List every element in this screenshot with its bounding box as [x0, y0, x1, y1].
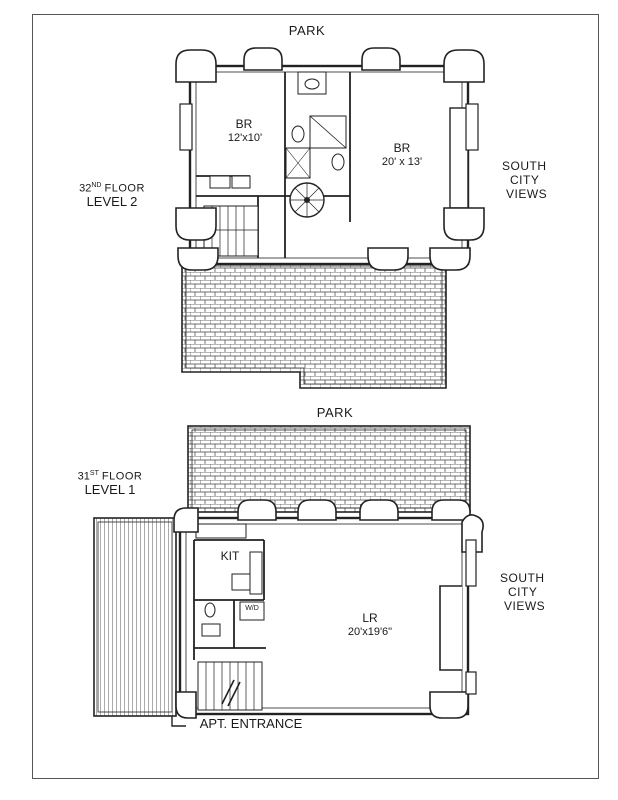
level2-plan: [175, 47, 485, 389]
level1-deck: [93, 517, 177, 717]
level2-room-1-name: BR: [235, 117, 253, 131]
level2-floor-word: FLOOR: [104, 182, 145, 195]
level1-plan: [93, 425, 484, 727]
level1-park-label: PARK: [316, 405, 354, 420]
level2-room-2-name: BR: [393, 141, 411, 155]
level2-floor-suffix: ND: [91, 182, 102, 189]
level1-views-line-2: CITY: [508, 585, 538, 599]
level2-terrace: [181, 261, 447, 389]
washer-dryer: [239, 601, 265, 621]
page-border: [32, 14, 599, 779]
level1-terrace: [187, 425, 471, 513]
level2-park-label: PARK: [288, 23, 326, 38]
level1-room-kit: KIT: [220, 549, 240, 563]
level1-floor-label: 31ST FLOOR: [68, 470, 152, 483]
level1-views-line-3: VIEWS: [504, 599, 546, 613]
level1-floor-number: 31: [77, 470, 90, 483]
level1-room-lr-name: LR: [362, 611, 378, 625]
apt-entrance-label: APT. ENTRANCE: [199, 716, 303, 731]
level1-room-lr-size: 20'x19'6": [347, 626, 393, 638]
level1-floor-word: FLOOR: [101, 470, 143, 483]
level1-room-wd: W/D: [245, 605, 259, 612]
level1-views-line-1: SOUTH: [500, 571, 545, 585]
level2-floor-label: 32ND FLOOR: [70, 182, 154, 195]
level2-views-line-1: SOUTH: [502, 159, 547, 173]
level2-level-label: LEVEL 2: [86, 194, 138, 209]
level2-views-line-2: CITY: [510, 173, 540, 187]
level2-views-line-3: VIEWS: [506, 187, 548, 201]
level1-level-label: LEVEL 1: [84, 482, 136, 497]
level2-room-2-size: 20' x 13': [381, 156, 423, 168]
level2-room-1-size: 12'x10': [227, 132, 263, 144]
level1-floor-suffix: ST: [89, 470, 99, 477]
level2-floor-number: 32: [79, 182, 92, 195]
